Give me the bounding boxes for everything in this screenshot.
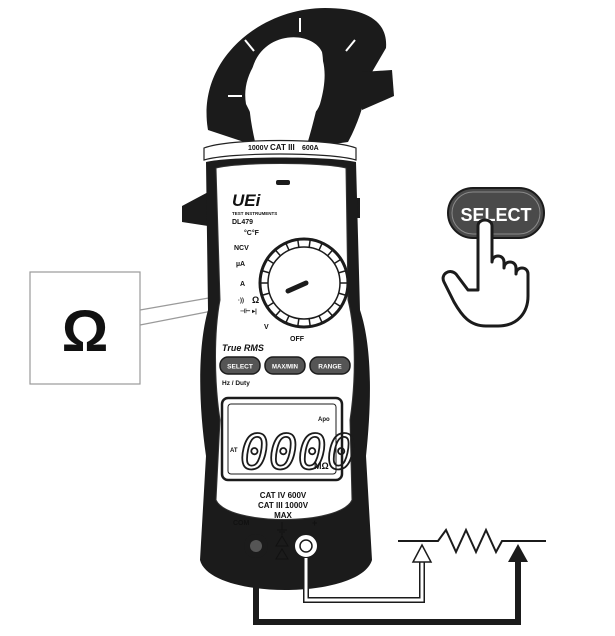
dial-ridge: [285, 315, 290, 324]
select-hint-label: SELECT: [460, 205, 531, 225]
dial-label-amps: A: [240, 281, 245, 288]
dial-ridge: [308, 239, 312, 248]
brand-tagline: TEST INSTRUMENTS: [232, 211, 277, 216]
brand-logo: UEi TEST INSTRUMENTS DL479: [232, 191, 277, 226]
jaw-rating-volts: 1000V: [248, 145, 269, 152]
warning-icon-2: [275, 548, 289, 560]
plus-jack-label: +: [312, 518, 317, 528]
select-hint: SELECT: [441, 187, 545, 328]
maxmin-button[interactable]: MAX/MIN: [264, 356, 306, 375]
jaw-rating-band: 1000V CAT III 600A: [203, 139, 357, 161]
model-number: DL479: [232, 219, 253, 226]
cat-rating-line-3: MAX: [274, 511, 292, 520]
cat-rating-line-2: CAT III 1000V: [258, 501, 309, 510]
dial-ridge: [338, 269, 347, 274]
select-button-label: SELECT: [227, 364, 253, 371]
ohm-callout: Ω: [29, 271, 244, 385]
dial-ridge: [266, 258, 275, 265]
continuity-icon: ·)): [238, 298, 244, 304]
lcd-unit: MΩ: [314, 461, 329, 471]
white-test-lead: [303, 543, 433, 603]
dial-ridge: [318, 242, 323, 251]
pointing-hand-icon: [441, 218, 530, 328]
black-test-lead: [253, 544, 528, 625]
dial-ridge: [318, 315, 323, 324]
hz-duty-label: Hz / Duty: [222, 380, 250, 387]
dial-ridge: [274, 309, 281, 317]
dial-ridge: [308, 318, 312, 327]
lcd-apo-indicator: Apo: [318, 417, 330, 423]
jaw-rating-amps: 600A: [302, 145, 319, 152]
callout-ohm-symbol: Ω: [62, 299, 109, 364]
cat-rating: CAT IV 600V CAT III 1000V MAX: [258, 491, 309, 520]
dial-labels: °C°F NCV µA A ·)) Ω ⊣⊢ ▸| V OFF: [234, 229, 305, 343]
clamp-jaw: [206, 8, 394, 148]
dial-ridge: [285, 242, 290, 251]
dial-ridge: [327, 249, 334, 257]
dial-label-microamps: µA: [236, 261, 245, 268]
ground-icon: [277, 522, 287, 535]
dial-ridge: [261, 269, 270, 274]
dial-ridge: [327, 309, 334, 317]
lcd-at-indicator: AT: [230, 448, 238, 454]
brand-name: UEi: [232, 191, 262, 210]
range-button-label: RANGE: [318, 364, 342, 371]
cat-rating-line-1: CAT IV 600V: [260, 491, 307, 500]
range-button[interactable]: RANGE: [309, 356, 351, 375]
dial-label-temperature: °C°F: [244, 229, 260, 237]
warning-icon-1: [275, 535, 289, 547]
dial-pointer: [285, 280, 309, 294]
dial-label-ncv: NCV: [234, 245, 249, 252]
maxmin-button-label: MAX/MIN: [272, 365, 298, 371]
diode-capacitor-icon: ⊣⊢ ▸|: [240, 307, 257, 315]
true-rms-label: True RMS: [222, 343, 264, 353]
dial-label-volts: V: [264, 324, 269, 331]
dial-ridge: [261, 292, 270, 297]
dial-ridge: [333, 258, 342, 265]
dial-ridge: [333, 301, 342, 308]
dial-label-ohms: Ω: [252, 295, 259, 305]
select-button[interactable]: SELECT: [219, 356, 261, 375]
select-hint-button[interactable]: SELECT: [447, 187, 545, 239]
resistor-symbol: [398, 527, 546, 555]
jaw-rating-cat: CAT III: [270, 143, 295, 152]
plus-jack[interactable]: [293, 533, 319, 559]
lcd-display: Apo AT 0000 MΩ: [220, 396, 356, 482]
dial-ridge: [338, 292, 347, 297]
dial-grip-ridges: [260, 239, 348, 327]
dial-ridge: [274, 249, 281, 257]
com-jack-label: COM: [233, 520, 250, 527]
com-jack[interactable]: [244, 534, 268, 558]
dial-label-off: OFF: [290, 336, 305, 343]
rotary-dial[interactable]: [258, 237, 350, 329]
dial-ridge: [266, 301, 275, 308]
dial-ridge: [296, 318, 300, 327]
dial-ridge: [296, 239, 300, 248]
lcd-digits: 0000: [240, 425, 356, 481]
